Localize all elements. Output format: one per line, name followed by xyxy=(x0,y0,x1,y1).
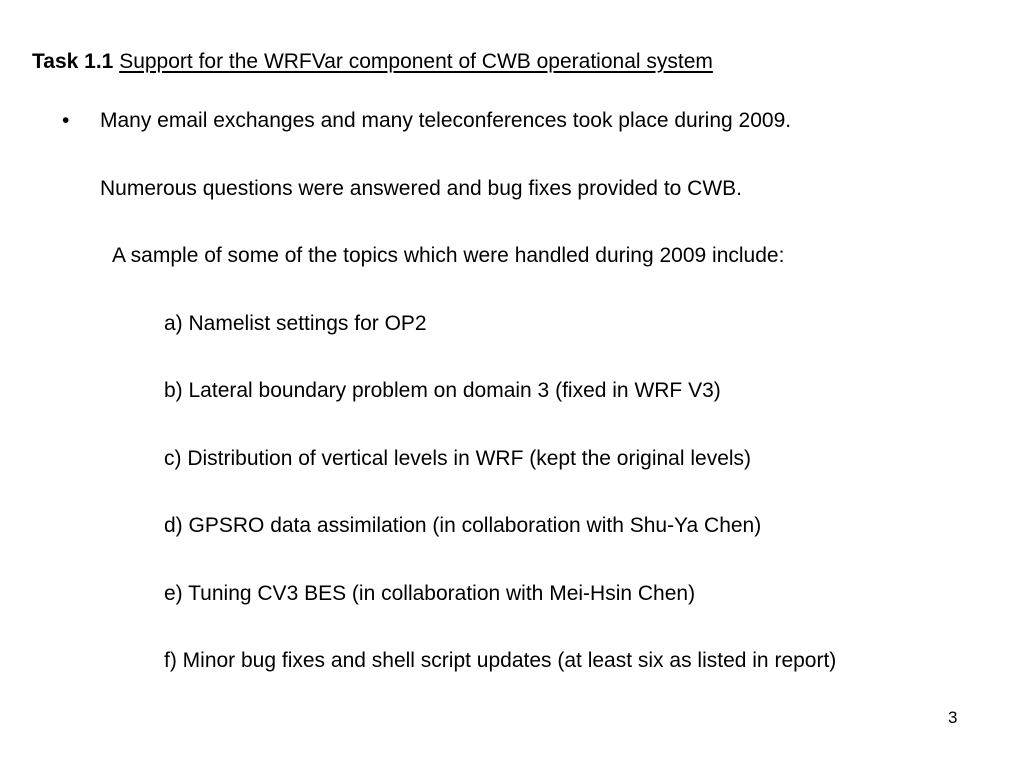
topic-item: b) Lateral boundary problem on domain 3 … xyxy=(164,379,721,402)
topic-item: d) GPSRO data assimilation (in collabora… xyxy=(164,514,762,537)
topic-item: f) Minor bug fixes and shell script upda… xyxy=(164,649,837,672)
task-label: Task 1.1 xyxy=(32,50,114,73)
topic-item: e) Tuning CV3 BES (in collaboration with… xyxy=(164,582,696,605)
task-subject: Support for the WRFVar component of CWB … xyxy=(119,50,713,73)
topic-item: a) Namelist settings for OP2 xyxy=(164,312,427,335)
topic-item: c) Distribution of vertical levels in WR… xyxy=(164,447,752,470)
slide-title: Task 1.1 Support for the WRFVar componen… xyxy=(32,49,713,75)
paragraph-email-exchanges: Many email exchanges and many teleconfer… xyxy=(100,109,792,132)
paragraph-topics-intro: A sample of some of the topics which wer… xyxy=(112,244,785,267)
bullet-icon: • xyxy=(62,109,70,132)
paragraph-questions-answered: Numerous questions were answered and bug… xyxy=(100,177,742,200)
page-number: 3 xyxy=(948,708,958,727)
